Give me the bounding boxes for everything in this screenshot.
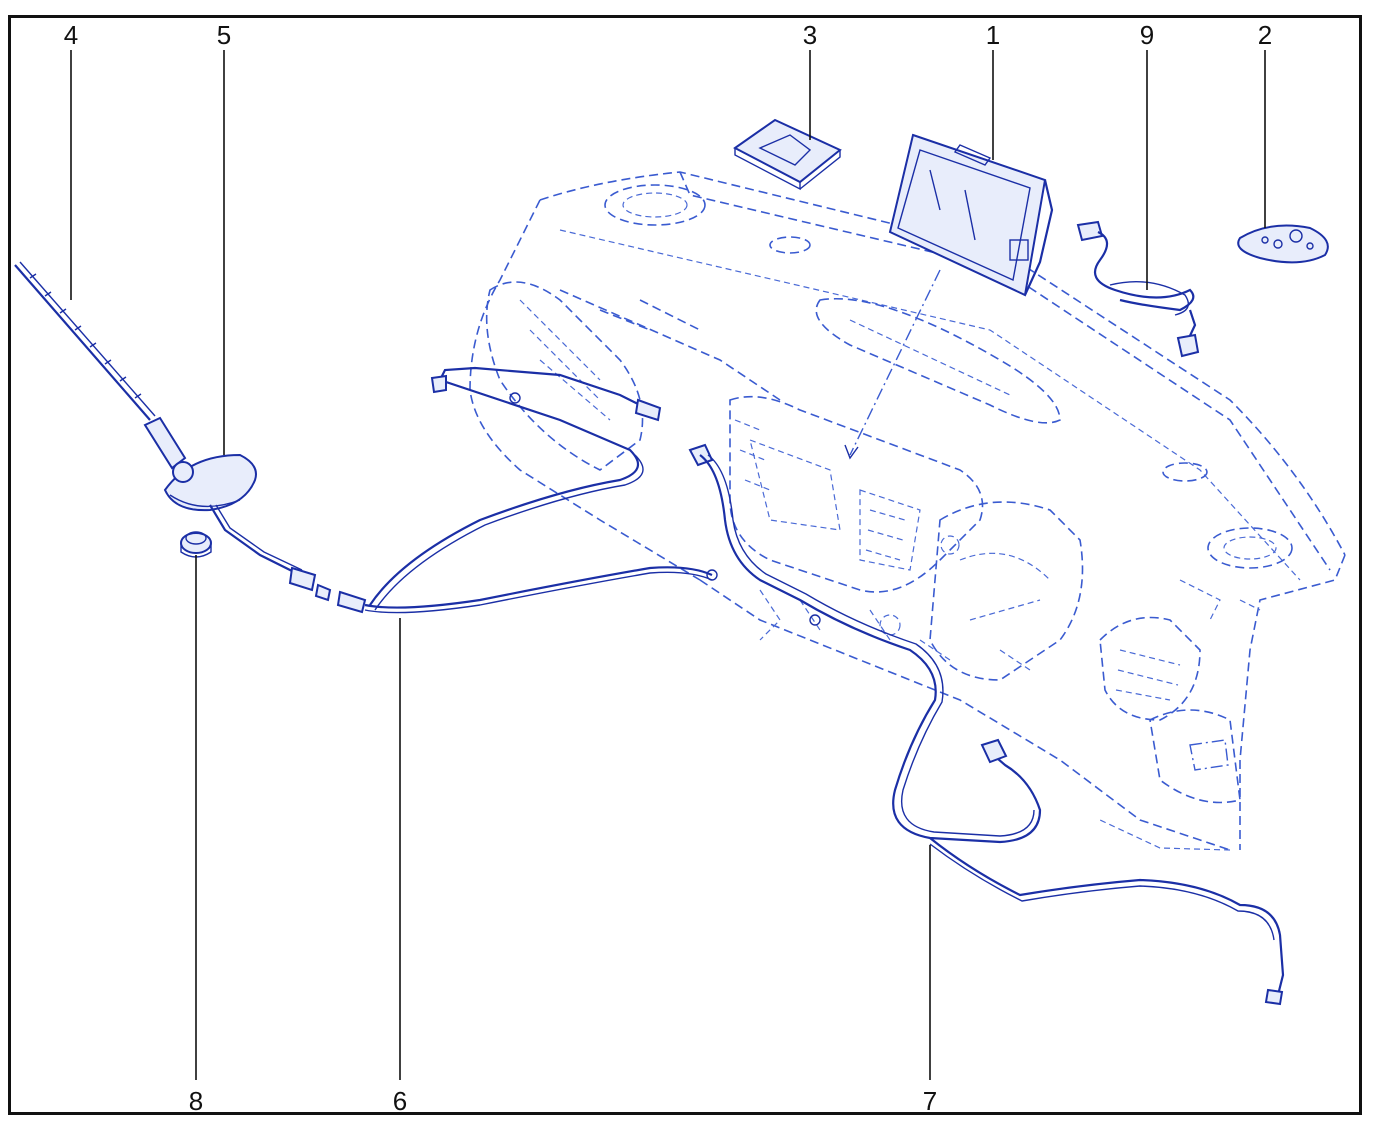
callout-9: 9 bbox=[1140, 20, 1154, 50]
antenna-base-part bbox=[163, 453, 303, 576]
callout-6: 6 bbox=[393, 1086, 407, 1116]
antenna-cable-part bbox=[288, 366, 713, 614]
callout-3: 3 bbox=[803, 20, 817, 50]
antenna-mast-part bbox=[14, 261, 187, 470]
callout-2: 2 bbox=[1258, 20, 1272, 50]
main-cable-part bbox=[688, 443, 1285, 1006]
callout-labels: 4 5 3 1 9 2 8 6 7 bbox=[64, 20, 1272, 1116]
usb-cable-part bbox=[1076, 220, 1200, 358]
diagram-frame bbox=[8, 15, 1362, 1115]
callout-7: 7 bbox=[923, 1086, 937, 1116]
dashboard-outline bbox=[469, 171, 1346, 851]
remote-control-part bbox=[1237, 224, 1329, 264]
leader-lines bbox=[70, 50, 1266, 1080]
callout-1: 1 bbox=[986, 20, 1000, 50]
display-unit-part bbox=[888, 133, 1054, 297]
grommet-part bbox=[180, 531, 212, 558]
callout-5: 5 bbox=[217, 20, 231, 50]
callout-8: 8 bbox=[189, 1086, 203, 1116]
callout-4: 4 bbox=[64, 20, 78, 50]
sd-card-part bbox=[733, 118, 842, 191]
